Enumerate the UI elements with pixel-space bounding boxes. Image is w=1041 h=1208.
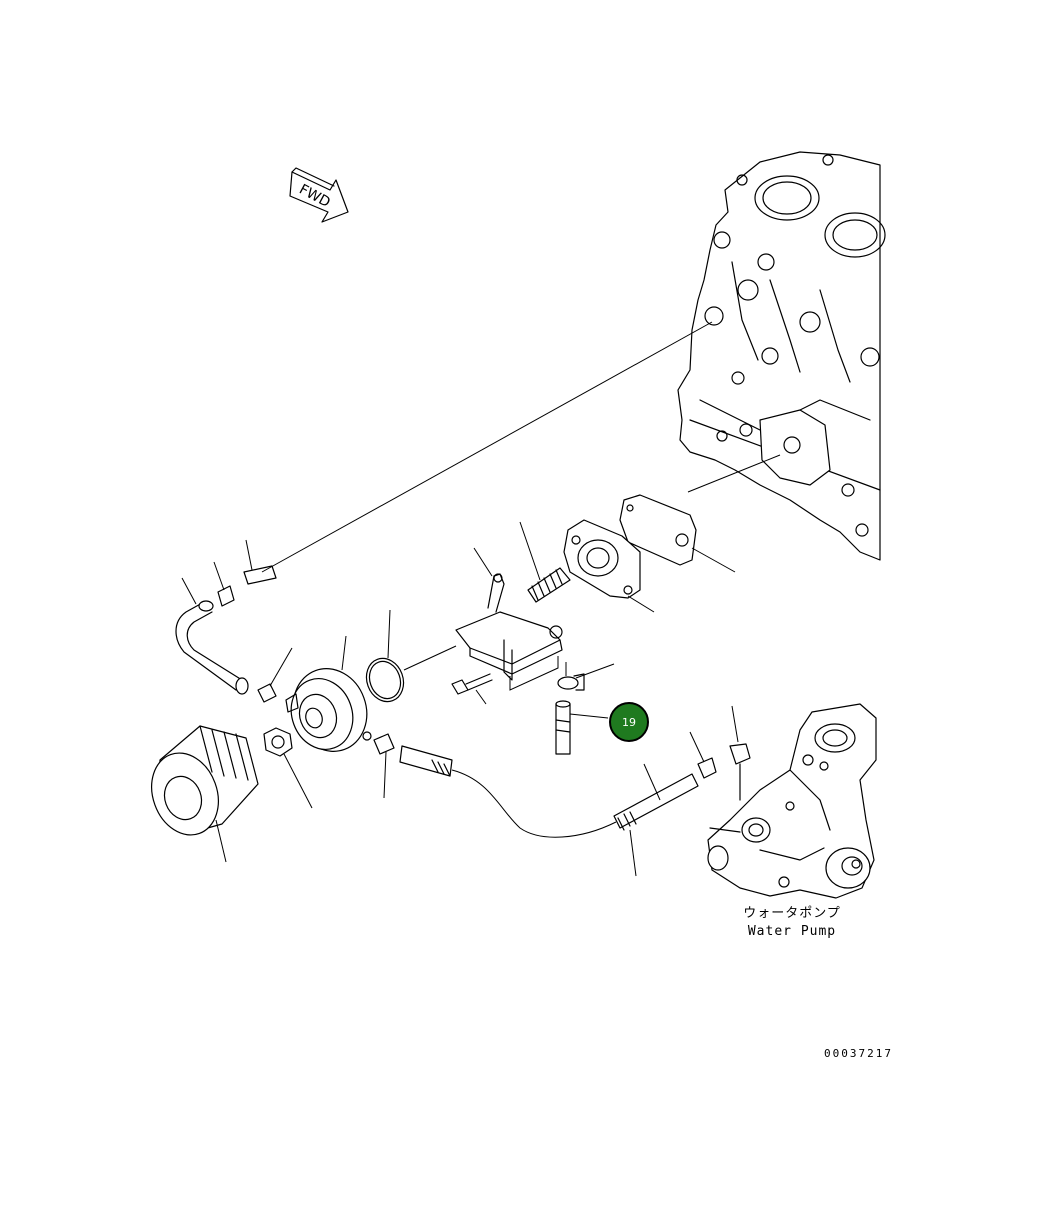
nut bbox=[263, 727, 313, 809]
clamp-pair bbox=[257, 647, 395, 799]
water-pump-label-jp: ウォータポンプ bbox=[743, 906, 841, 921]
o-ring bbox=[365, 609, 457, 703]
fwd-arrow-icon: FWD bbox=[289, 167, 349, 223]
spring bbox=[519, 521, 571, 603]
callout-19-number: 19 bbox=[622, 716, 636, 729]
bolt bbox=[451, 673, 493, 705]
clamp-pump bbox=[689, 705, 751, 801]
engine-block bbox=[677, 151, 886, 561]
cover-plate bbox=[563, 519, 655, 613]
gasket bbox=[619, 454, 781, 573]
clamp-small bbox=[557, 662, 615, 691]
water-pump bbox=[707, 703, 877, 899]
oil-filter bbox=[151, 725, 259, 863]
cooler-element-bracket bbox=[455, 547, 563, 691]
oil-tube-line bbox=[261, 321, 713, 573]
drawing-code: 00037217 bbox=[824, 1047, 893, 1060]
pipe-bend bbox=[175, 539, 277, 695]
callout-19[interactable]: 19 bbox=[609, 702, 649, 742]
hose-19 bbox=[555, 700, 609, 755]
oil-cooler bbox=[285, 635, 372, 752]
water-pump-label-en: Water Pump bbox=[748, 924, 836, 939]
water-hose bbox=[399, 745, 699, 877]
